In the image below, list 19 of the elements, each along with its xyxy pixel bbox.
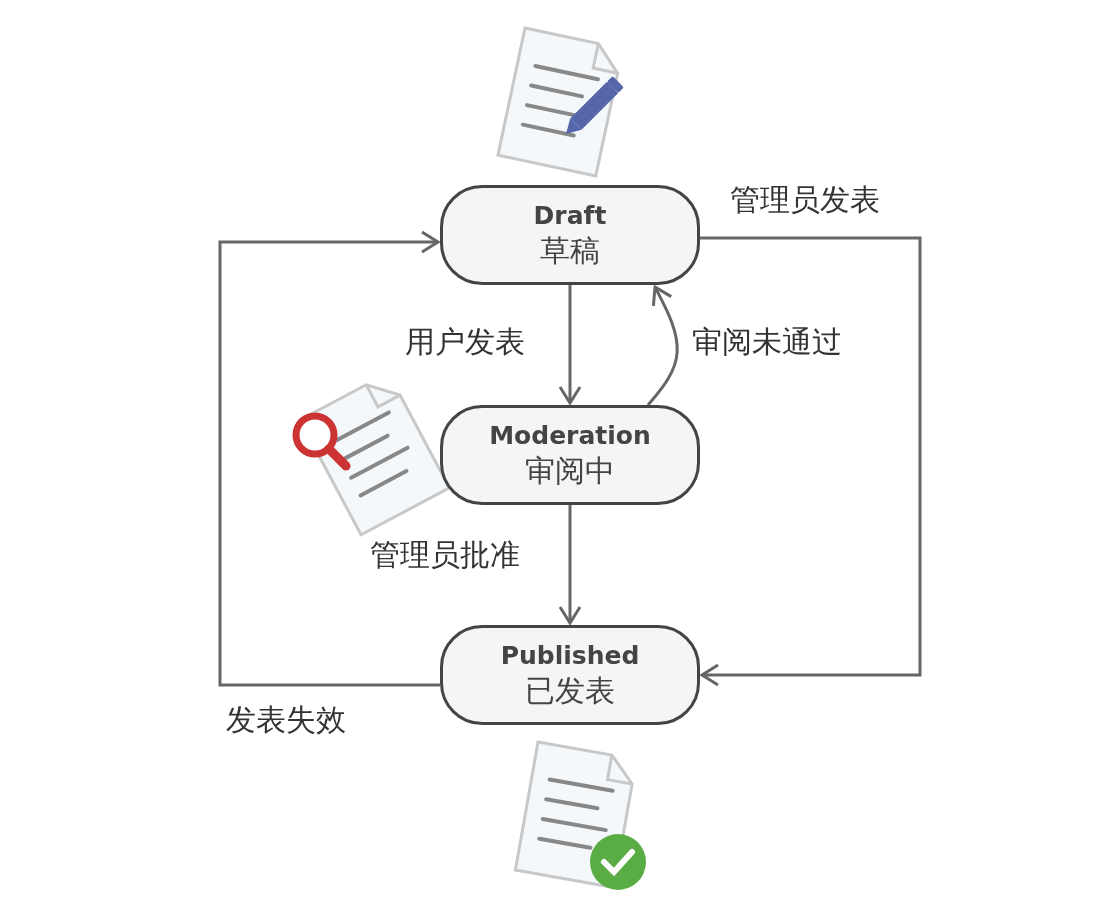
state-subtitle: 审阅中 [525,452,615,491]
arrow [646,285,679,406]
state-subtitle: 已发表 [525,672,615,711]
edge-label: 审阅未通过 [692,323,842,361]
arrow [218,230,440,687]
state-box [440,185,700,285]
state-name: Draft [533,199,607,232]
edge-label: 用户发表 [405,323,525,361]
state-box [440,405,700,505]
state-name: Published [500,639,640,672]
arrow [558,285,582,405]
edge-label: 管理员发表 [730,181,880,219]
state-name: Moderation [489,419,651,452]
state-box [440,625,700,725]
arrow [700,236,922,687]
edge-label: 发表失效 [226,701,346,739]
state-subtitle: 草稿 [540,232,600,271]
edge-label: 管理员批准 [370,536,520,574]
arrow [558,505,582,625]
